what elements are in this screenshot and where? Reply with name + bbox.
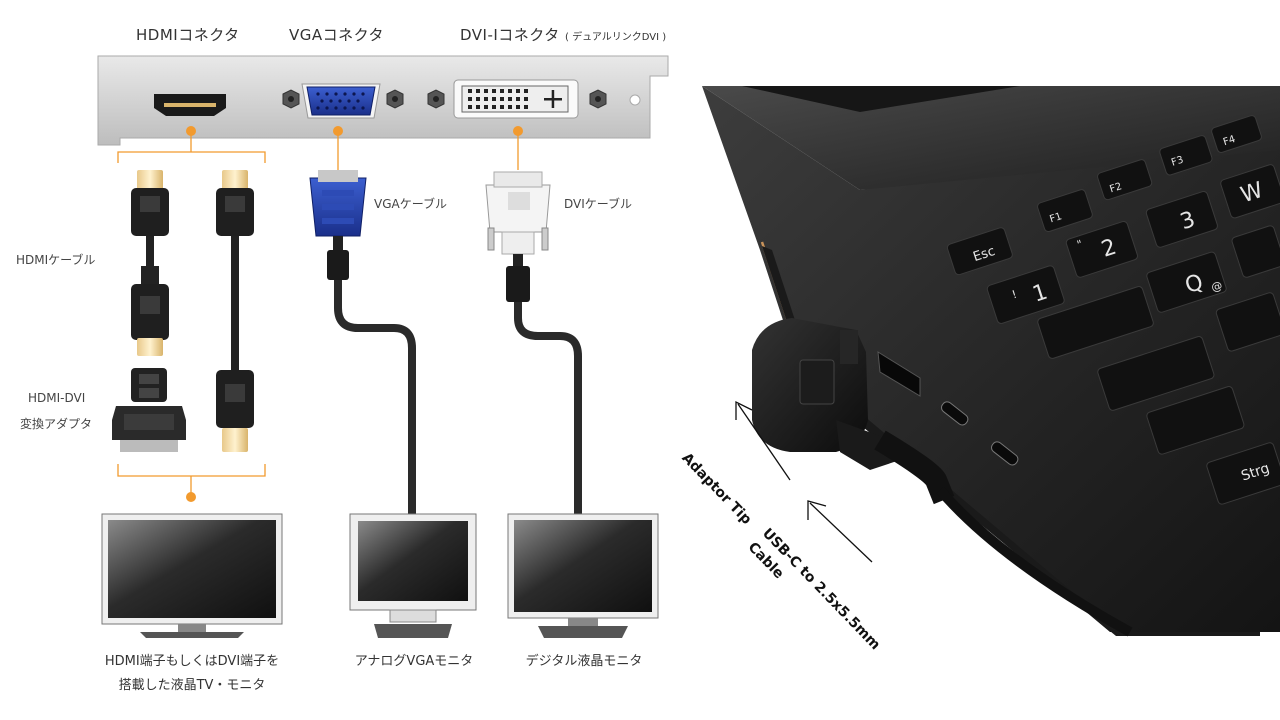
dvi-port: [427, 79, 641, 119]
caption-tv-monitor: HDMI端子もしくはDVI端子を 搭載した液晶TV・モニタ: [72, 650, 312, 698]
annotation-cable: USB-C to 2.5x5.5mm Cable: [743, 524, 884, 668]
monitor-digital: [507, 513, 659, 638]
connection-lines: [117, 131, 519, 495]
key-f3: F3: [1170, 155, 1185, 169]
annotation-cable-line2: Cable: [744, 539, 787, 583]
laptop-side: [762, 246, 1260, 636]
key-strg: Strg: [1239, 460, 1271, 484]
key-w: W: [1238, 178, 1267, 209]
header-dvi-title: DVI-Iコネクタ: [460, 26, 560, 44]
caption-tv-line2: 搭載した液晶TV・モニタ: [118, 678, 266, 693]
monitor-tv: [101, 513, 283, 638]
label-dvi-cable: DVIケーブル: [564, 197, 633, 211]
laptop-screen: [742, 86, 1020, 112]
key-at: @: [1210, 279, 1224, 295]
header-hdmi-connector: HDMIコネクタ: [136, 26, 240, 44]
label-vga-cable: VGAケーブル: [374, 197, 447, 211]
caption-tv-line1: HDMI端子もしくはDVI端子を: [104, 654, 280, 669]
keyboard: [946, 115, 1280, 505]
laptop-lid: [702, 86, 1280, 190]
header-dvi-connector: DVI-Iコネクタ ( デュアルリンクDVI ): [460, 24, 666, 45]
back-plate: [97, 55, 669, 146]
label-adapter-line1: HDMI-DVI: [28, 391, 86, 405]
caption-digital-monitor: デジタル液晶モニタ: [525, 654, 643, 669]
connection-dots: [186, 126, 523, 502]
hdmi-cable-2: [216, 170, 254, 452]
key-f2: F2: [1108, 181, 1123, 195]
caption-vga-monitor: アナログVGAモニタ: [354, 654, 474, 669]
key-f1: F1: [1048, 211, 1063, 225]
key-f4: F4: [1222, 134, 1237, 148]
annotation-cable-line1: USB-C to 2.5x5.5mm: [759, 525, 884, 654]
key-2: 2: [1099, 235, 1120, 263]
key-exclam: !: [1010, 288, 1018, 302]
laptop-ports: [877, 351, 1019, 466]
key-1: 1: [1030, 280, 1051, 308]
key-q: Q: [1182, 270, 1206, 299]
monitor-vga: [349, 513, 477, 638]
label-hdmi-cable: HDMIケーブル: [16, 253, 96, 267]
label-adapter-line2: 変換アダプタ: [20, 417, 93, 431]
key-esc: Esc: [971, 244, 997, 265]
header-vga-connector: VGAコネクタ: [289, 26, 385, 44]
key-legends: Esc F1 F2 F3 F4 ! 1 " 2 3 Q @ W Strg: [971, 134, 1271, 485]
header-dvi-note: ( デュアルリンクDVI ): [565, 32, 667, 43]
hdmi-dvi-adapter: [112, 368, 186, 452]
diagram-drawing: [97, 55, 669, 638]
key-3: 3: [1177, 207, 1198, 235]
hdmi-cable-1: [131, 170, 169, 356]
vga-cable: [309, 170, 416, 516]
vga-port: [282, 83, 404, 119]
dvi-cable: [485, 171, 582, 516]
hdmi-port: [154, 94, 226, 116]
key-quote: ": [1075, 237, 1084, 251]
